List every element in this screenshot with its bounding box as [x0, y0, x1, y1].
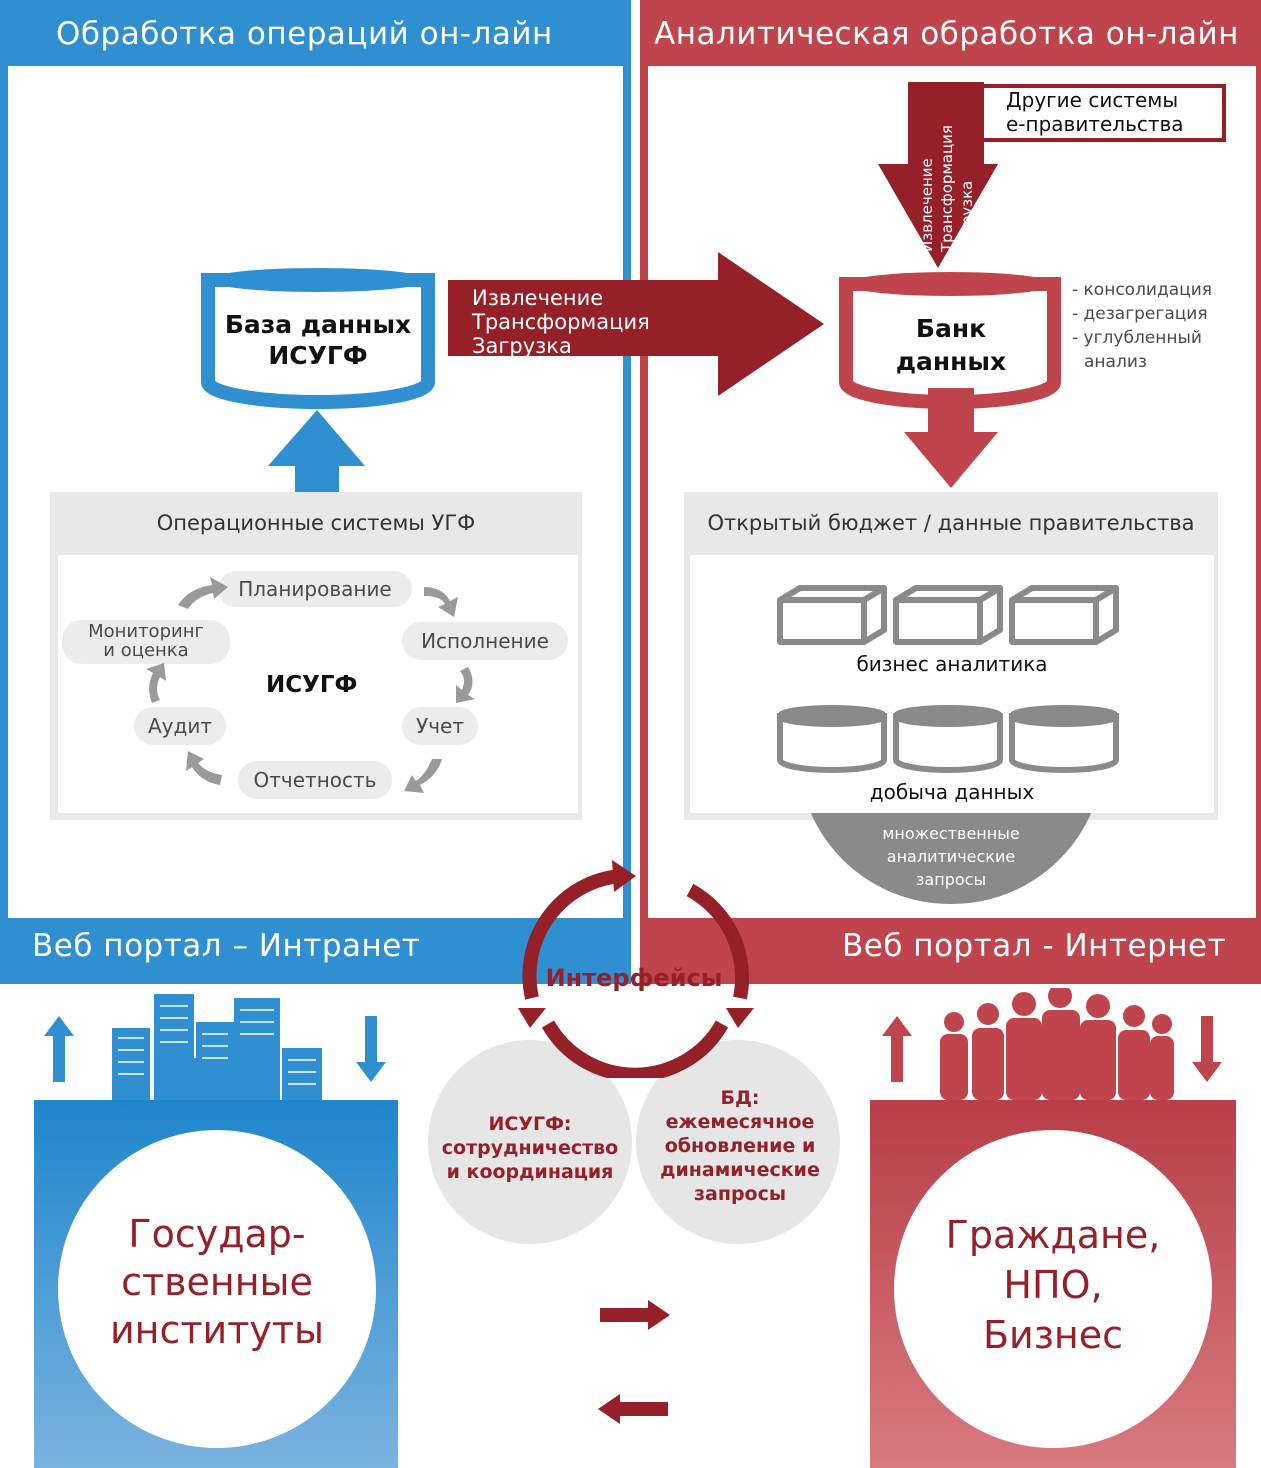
cylinder-icon [777, 705, 887, 773]
interfaces-cycle-icon [518, 860, 754, 1078]
data-bank-label: Банк данных [895, 314, 1007, 376]
cycle-arrow-icon [146, 663, 166, 703]
cylinder-icon [893, 705, 1003, 773]
up-arrow-small-icon [882, 1016, 912, 1082]
gov-institutions-label: Государ- ственные институты [109, 1212, 325, 1352]
down-arrow-small-icon [1192, 1016, 1222, 1082]
left-header: Обработка операций он-лайн [56, 16, 553, 52]
open-budget-title: Открытый бюджет / данные правительства [707, 511, 1195, 535]
cycle-accounting: Учет [402, 707, 478, 745]
citizens-circle [894, 1130, 1212, 1448]
bi-label: бизнес аналитика [856, 652, 1048, 676]
etl-arrow-icon [448, 252, 824, 396]
cycle-planning: Планирование [218, 571, 412, 607]
isugf-database-icon [201, 268, 435, 409]
cycle-arrow-icon [424, 587, 458, 617]
db-label-line1: База данных [224, 310, 412, 339]
cycle-arrows [146, 577, 475, 793]
up-arrow-small-icon [44, 1016, 74, 1082]
interfaces-left-text: ИСУГФ: сотрудничество и координация [441, 1113, 619, 1183]
cycle-center-label: ИСУГФ [266, 672, 358, 698]
right-arrow-icon [600, 1300, 670, 1330]
other-systems-label: Другие системы е-правительства [1006, 88, 1184, 136]
left-arrow-icon [598, 1394, 668, 1424]
db-label-line2: ИСУГФ [268, 341, 368, 370]
etl-line2: Трансформация [472, 310, 650, 334]
other-systems-bracket [984, 84, 1226, 142]
cycle-arrow-icon [186, 751, 222, 785]
queries-label: множественные аналитические запросы [882, 824, 1020, 889]
etl-line3: Загрузка [472, 334, 572, 358]
cycle-reporting: Отчетность [238, 761, 392, 799]
svg-text:Извлечение: Извлечение [918, 158, 936, 252]
cycle-arrow-icon [404, 759, 442, 793]
city-buildings-icon [112, 994, 322, 1100]
cycle-arrow-icon [178, 577, 228, 609]
cycle-audit: Аудит [134, 707, 226, 745]
cube-icon [777, 585, 887, 645]
intranet-portal-label: Веб портал – Интранет [32, 928, 421, 964]
cylinder-icon [1009, 705, 1119, 773]
interfaces-right-text: БД: ежемесячное обновление и динамически… [660, 1087, 820, 1205]
svg-text:Трансформация: Трансформация [938, 125, 956, 253]
right-header: Аналитическая обработка он-лайн [654, 16, 1239, 52]
gov-institutions-circle [58, 1130, 376, 1448]
people-silhouettes-icon [940, 988, 1174, 1100]
cube-icon [893, 585, 1003, 645]
cycle-execution: Исполнение [402, 622, 568, 660]
cycle-arrow-icon [456, 667, 475, 703]
mining-label: добыча данных [869, 780, 1035, 804]
bank-features: - консолидация - дезагрегация - углублен… [1072, 280, 1213, 372]
vertical-etl-arrow-icon [878, 82, 998, 268]
down-arrow-icon [904, 388, 998, 488]
mining-cylinders-icon [777, 705, 1119, 773]
bi-cubes-icon [777, 585, 1119, 645]
svg-text:Загрузка: Загрузка [958, 181, 976, 252]
down-arrow-small-icon [356, 1016, 386, 1082]
isugf-database-label: База данных ИСУГФ [205, 309, 431, 371]
etl-line1: Извлечение [472, 286, 604, 310]
citizens-label: Граждане, НПО, Бизнес [945, 1213, 1161, 1357]
vertical-etl-text: Извлечение Трансформация Загрузка [918, 125, 976, 253]
ops-systems-title: Операционные системы УГФ [156, 511, 476, 535]
internet-portal-label: Веб портал - Интернет [842, 928, 1227, 964]
up-arrow-icon [268, 410, 365, 494]
etl-label: Извлечение Трансформация Загрузка [472, 286, 650, 358]
cube-icon [1009, 585, 1119, 645]
interfaces-title: Интерфейсы [545, 964, 723, 992]
